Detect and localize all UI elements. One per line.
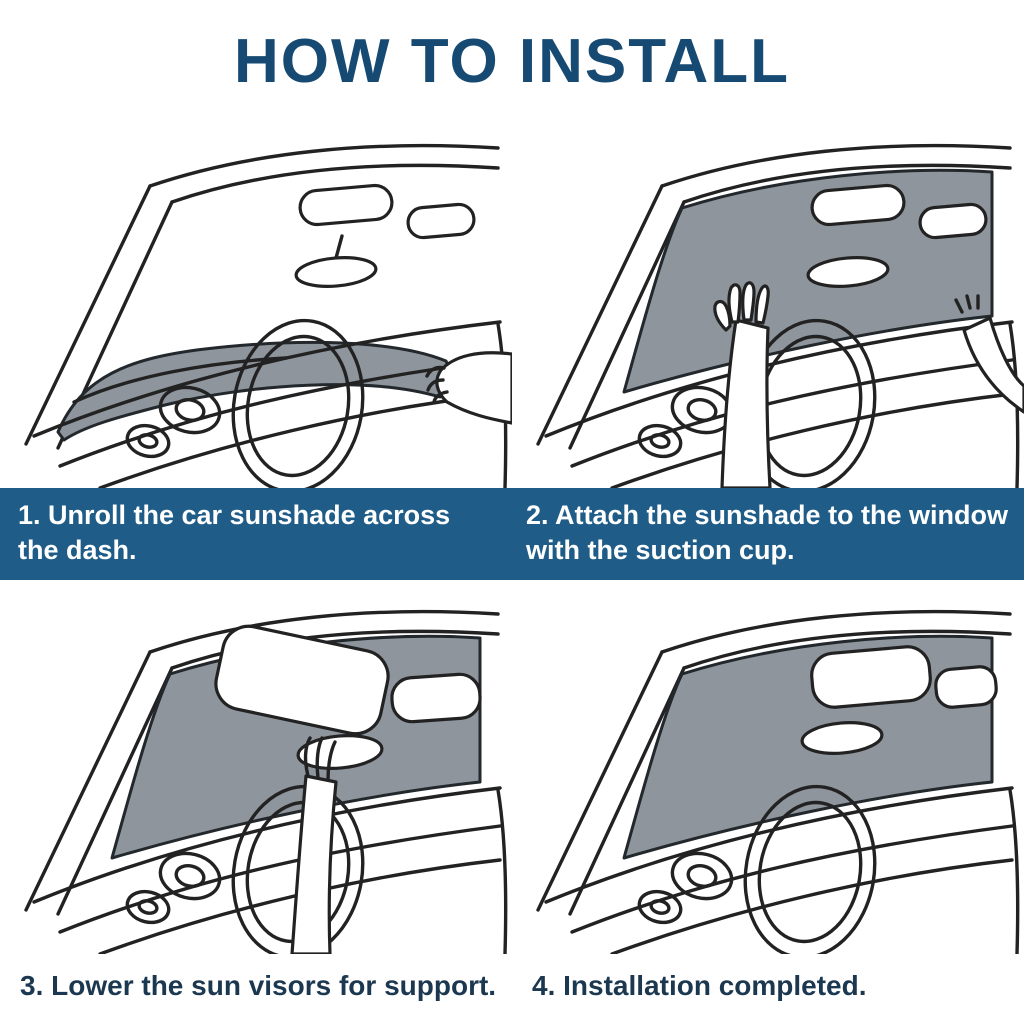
sun-visor-lowered [214,624,390,736]
bottom-captions: 3. Lower the sun visors for support. 4. … [0,954,1024,1024]
sunshade [56,340,451,442]
step1-illustration [0,114,512,488]
step3-caption: 3. Lower the sun visors for support. [20,970,497,1001]
rearview-mirror [800,721,884,755]
gauge-cluster [125,851,222,925]
steering-wheel [231,318,365,488]
panels-row-1 [0,114,1024,488]
car-interior-step4-drawing [536,609,1020,954]
panels-row-2 [0,580,1024,954]
left-hand-pressing [713,281,772,488]
sunshade [622,168,994,394]
hand-unrolling [425,351,512,425]
dashboard [32,786,508,954]
step4-caption: 4. Installation completed. [532,970,867,1001]
gauge-cluster [125,385,222,459]
overhead-console [810,645,998,709]
sunshade [110,634,482,860]
windshield-frame [24,609,500,916]
steering-wheel [743,784,877,954]
right-hand-pressing [954,294,1024,414]
step1-caption: 1. Unroll the car sunshade across the da… [18,500,451,565]
step3-illustration [0,580,512,954]
rearview-mirror [294,234,378,288]
step4-illustration [512,580,1024,954]
hand-on-visor [290,736,338,954]
windshield-frame [536,143,1012,450]
car-interior-step2-drawing [536,143,1024,488]
sun-visor-small [390,672,482,724]
car-interior-step1-drawing [24,143,512,488]
step2-caption: 2. Attach the sunshade to the window wit… [526,500,1009,565]
rearview-mirror [806,256,890,288]
dashboard [544,786,1020,954]
gauge-cluster [637,385,734,459]
page-title: HOW TO INSTALL [233,27,791,96]
caption-banner: 1. Unroll the car sunshade across the da… [0,488,1024,580]
overhead-console [810,183,988,240]
step2-illustration [512,114,1024,488]
windshield-frame [536,609,1012,916]
overhead-console [298,183,476,240]
car-interior-step3-drawing [24,609,508,954]
gauge-cluster [637,851,734,925]
